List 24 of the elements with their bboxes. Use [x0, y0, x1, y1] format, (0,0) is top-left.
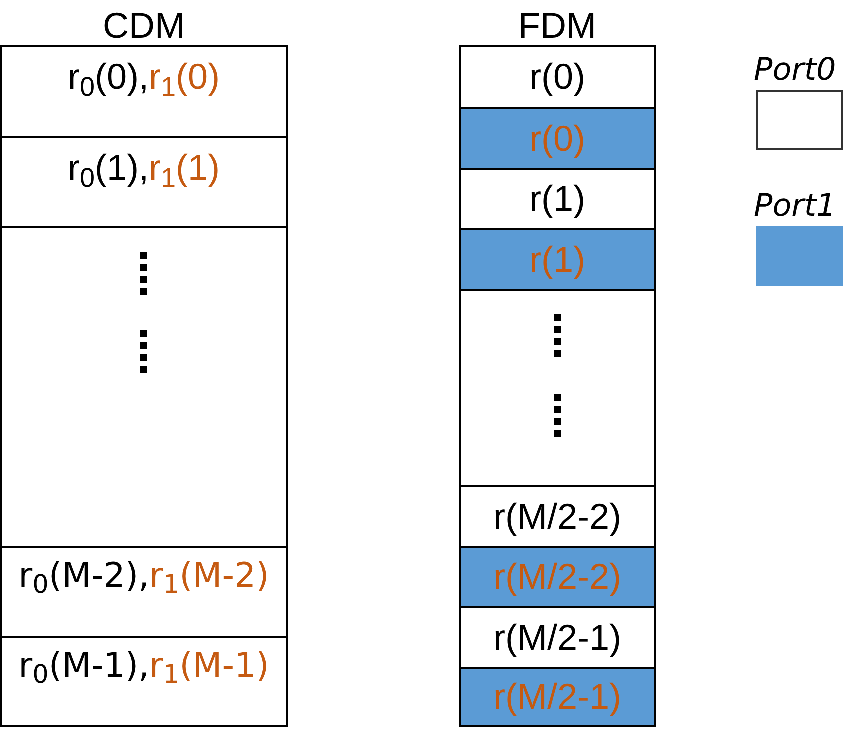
sample-label: r$_{1}$(1)	[149, 146, 220, 190]
sample-label: r(1)	[530, 177, 586, 221]
sample-label: r(0)	[530, 55, 586, 99]
legend-label: Port0	[754, 53, 836, 88]
table-row	[461, 228, 654, 289]
sample-label: r$_{0}$(0),	[68, 55, 149, 98]
sample-label: r(M/2-2)	[494, 555, 622, 599]
legend-label: Port1	[754, 189, 836, 224]
sample-label: r(M/2-1)	[494, 616, 622, 660]
table-row	[461, 667, 654, 725]
sample-label: r$_{1}$(0)	[149, 55, 220, 98]
sample-label: r$_{1}$(M-2)	[149, 556, 270, 597]
table-row	[461, 107, 654, 168]
sample-label: r$_{0}$(M-2),	[18, 556, 150, 597]
sample-label: r$_{1}$(M-1)	[149, 646, 270, 687]
sample-label: r(1)	[530, 238, 586, 282]
column-title: FDM	[518, 4, 596, 47]
sample-label: r(0)	[530, 116, 586, 160]
sample-label: r$_{0}$(1),	[68, 146, 149, 190]
table-row	[461, 546, 654, 606]
sample-label: r(M/2-2)	[494, 494, 622, 538]
column-title: CDM	[103, 4, 185, 47]
sample-label: r$_{0}$(M-1),	[18, 646, 150, 687]
sample-label: r(M/2-1)	[494, 675, 622, 719]
